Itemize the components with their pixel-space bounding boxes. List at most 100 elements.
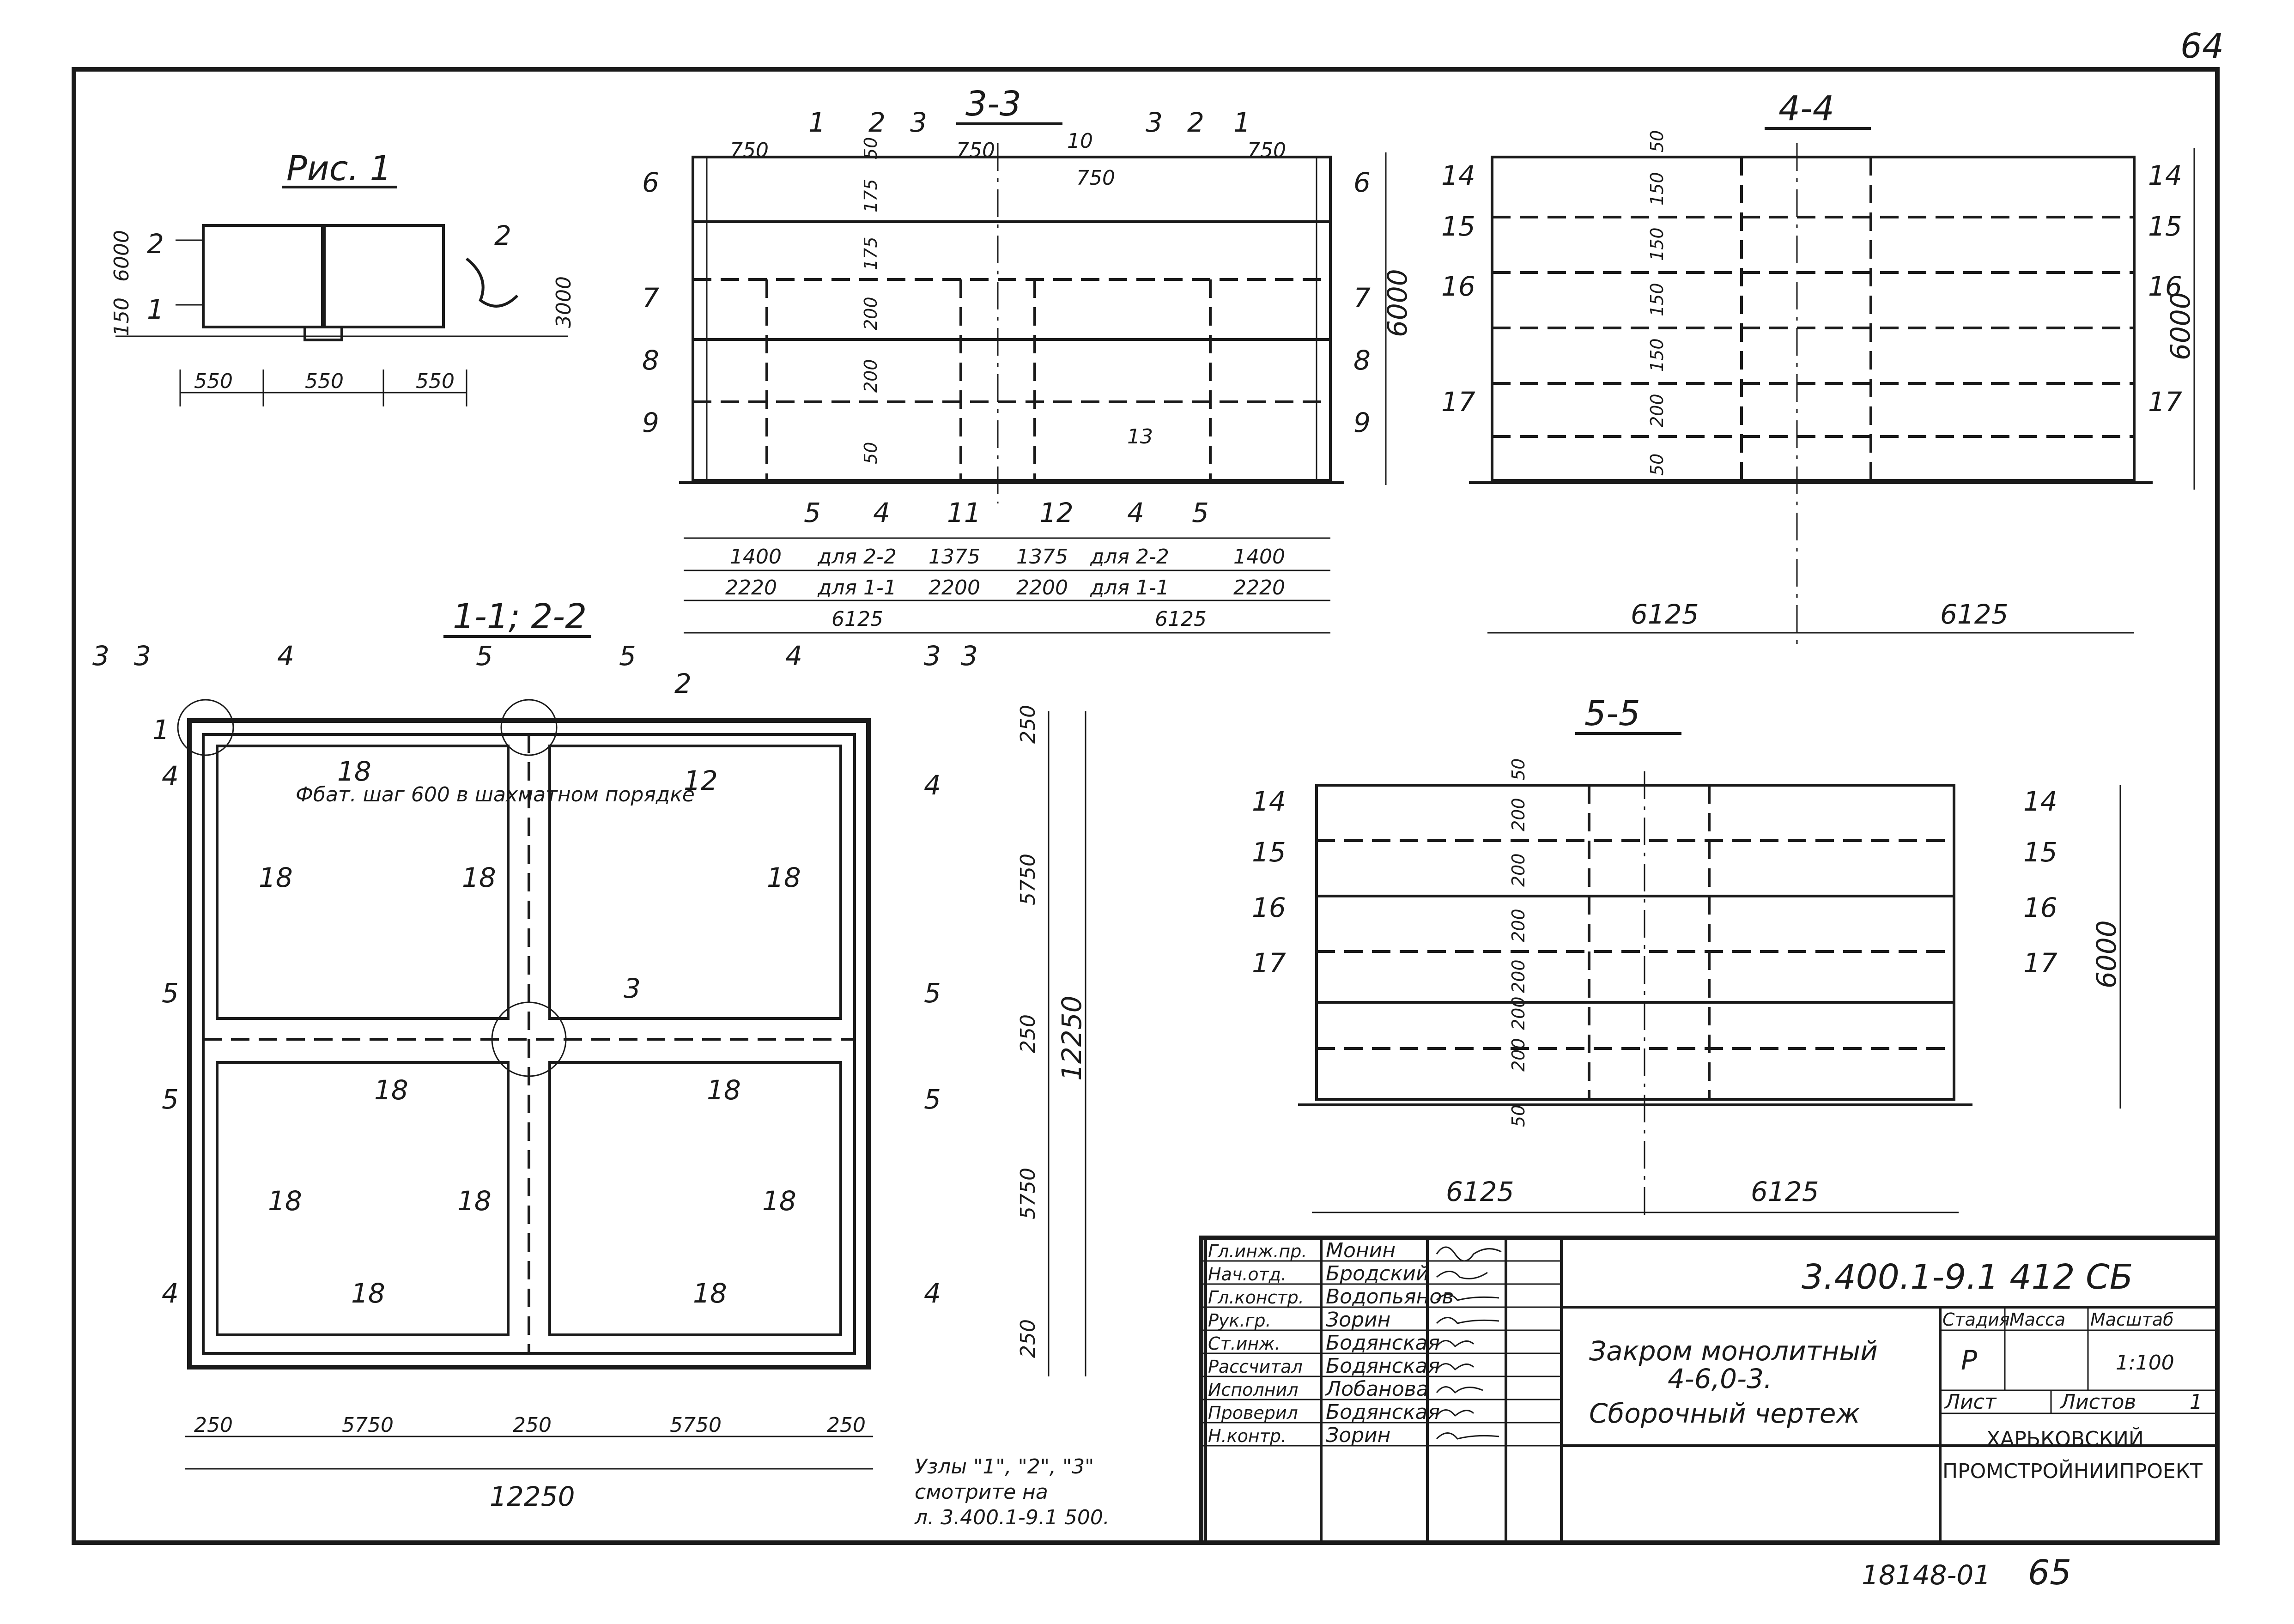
sec33-r3-1: 6125	[1155, 607, 1207, 631]
sec33-r2-2: 2200	[929, 576, 980, 600]
sec44-right-15: 15	[2148, 211, 2182, 242]
sec33-r1-0: 1400	[730, 545, 782, 569]
plan-rdim-2: 250	[1016, 1014, 1040, 1053]
sec33-r1-4: для 2-2	[1090, 545, 1169, 569]
sec44-vdim-3: 150	[1647, 283, 1667, 316]
tb-org-1: ХАРЬКОВСКИЙ	[1986, 1426, 2144, 1451]
sec44-right-16: 16	[2148, 271, 2182, 302]
sec44-vdim-4: 150	[1647, 338, 1667, 372]
sec33-top-2b: 2	[1187, 107, 1204, 138]
fig1-dim-6000: 6000	[110, 230, 134, 282]
tb-name-6: Лобанова	[1325, 1377, 1429, 1401]
tb-name-3: Зорин	[1326, 1308, 1390, 1332]
sec44-left-14: 14	[1441, 160, 1475, 191]
tb-org-2: ПРОМСТРОЙНИИПРОЕКТ	[1942, 1459, 2203, 1483]
sec33-r1-3: 1375	[1016, 545, 1068, 569]
sec33-left-6: 6	[642, 167, 659, 198]
sec33-r2-4: для 1-1	[1090, 576, 1169, 600]
sec55-vdim-7: 50	[1508, 1105, 1529, 1127]
sec33-r1-2: 1375	[929, 545, 980, 569]
section-5-5: 5-5 14 15 16 17 14 15 16 17 50 200 200 2…	[1252, 694, 2122, 1219]
sec55-bot-0: 6125	[1446, 1176, 1514, 1207]
tb-col-stage: Стадия	[1942, 1309, 2010, 1330]
fig1-dim-3000: 3000	[552, 276, 576, 328]
plan-side-4a: 4	[162, 760, 179, 792]
sec33-vdim-175a: 175	[861, 179, 881, 212]
sec33-r2-1: для 1-1	[817, 576, 897, 600]
sec55-right-17: 17	[2023, 947, 2057, 979]
sec55-right-14: 14	[2023, 786, 2057, 817]
sec44-vdim-0: 50	[1647, 130, 1667, 152]
sec33-dim-750-b: 750	[956, 139, 995, 162]
tb-name-0: Монин	[1326, 1239, 1396, 1262]
sec33-bot-11: 11	[947, 497, 981, 528]
sec33-r2-5: 2220	[1233, 576, 1285, 600]
figure-1: Рис. 1 2 1 2 6000 150 3000 550 550 550	[110, 149, 576, 406]
tb-name-7: Бодянская	[1326, 1400, 1440, 1424]
plan-node-3: 3	[624, 973, 641, 1004]
page-number: 64	[2180, 26, 2224, 66]
plan-bar-18-7: 18	[268, 1185, 302, 1217]
sec33-vdim-50: 50	[861, 137, 881, 159]
sec44-height: 6000	[2165, 292, 2196, 360]
sec44-right-17: 17	[2148, 386, 2182, 418]
sec44-vdim-2: 150	[1647, 227, 1667, 261]
sec33-vdim-50b: 50	[861, 442, 881, 464]
sec33-r2-0: 2220	[725, 576, 777, 600]
sec55-vdim-2: 200	[1508, 853, 1529, 887]
sec33-inner-13: 13	[1127, 425, 1153, 448]
sec55-height: 6000	[2091, 920, 2122, 988]
plan-side-5a: 5	[162, 977, 179, 1009]
footer-page: 65	[2028, 1553, 2071, 1593]
plan-cut-4b: 4	[785, 640, 802, 672]
plan-cut-5b: 5	[619, 640, 636, 672]
sec55-left-16: 16	[1252, 892, 1286, 923]
plan-cut-3d: 3	[961, 640, 978, 672]
plan-bdim-2: 250	[513, 1413, 552, 1437]
plan-cut-3b: 3	[134, 640, 151, 672]
tb-name-line-2: 4-6,0-3.	[1668, 1363, 1772, 1394]
sec44-vdim-6: 50	[1647, 454, 1667, 476]
sec33-dim-750-c: 750	[1076, 166, 1115, 190]
plan-side-4b: 4	[162, 1278, 179, 1309]
sec33-bot-5b: 5	[1192, 497, 1209, 528]
title-block: Гл.инж.пр. Монин Нач.отд. Бродский Гл.ко…	[1199, 1236, 2220, 1545]
sec33-height: 6000	[1382, 269, 1413, 337]
fig1-right-mark: 2	[494, 220, 511, 251]
tb-name-4: Бодянская	[1326, 1331, 1440, 1355]
plan-footnote-1: Узлы "1", "2", "3"	[915, 1455, 1094, 1479]
sec33-bot-12: 12	[1039, 497, 1074, 528]
plan-rdim-0: 250	[1016, 705, 1040, 744]
sheet-frame	[72, 67, 2220, 1545]
plan-title: 1-1; 2-2	[453, 597, 587, 636]
tb-name-line-1: Закром монолитный	[1589, 1335, 1878, 1367]
plan-bar-18-6: 18	[707, 1074, 741, 1106]
tb-role-0: Гл.инж.пр.	[1208, 1241, 1307, 1261]
plan-side-5b: 5	[162, 1084, 179, 1115]
plan-node-1: 1	[152, 714, 170, 745]
sec33-left-8: 8	[642, 345, 659, 376]
sec55-vdim-1: 200	[1508, 798, 1529, 831]
plan-bar-18-8: 18	[457, 1185, 492, 1217]
sec33-right-9: 9	[1353, 407, 1371, 438]
sec55-vdim-3: 200	[1508, 909, 1529, 942]
fig1-title: Рис. 1	[286, 149, 392, 188]
plan-bar-18-5: 18	[374, 1074, 408, 1106]
sec55-vdim-4: 200	[1508, 959, 1529, 993]
plan-overall-right: 12250	[1056, 995, 1087, 1081]
plan-side-4d: 4	[924, 1278, 941, 1309]
fig1-dim-150: 150	[110, 297, 134, 336]
sec44-bot-0: 6125	[1631, 599, 1699, 630]
sec33-dim-750-d: 750	[1247, 139, 1286, 162]
sec33-bot-5a: 5	[804, 497, 821, 528]
sec44-bot-1: 6125	[1940, 599, 2009, 630]
plan-mark-12: 12	[684, 765, 718, 796]
footer-code: 18148-01	[1862, 1559, 1991, 1591]
tb-role-7: Проверил	[1208, 1403, 1298, 1423]
sec33-vdim-200b: 200	[861, 359, 881, 393]
plan-bar-18-1: 18	[337, 756, 371, 787]
plan-side-5c: 5	[924, 977, 941, 1009]
tb-code: 3.400.1-9.1 412 СБ	[1802, 1257, 2133, 1297]
sec55-left-17: 17	[1252, 947, 1286, 979]
sec55-right-16: 16	[2023, 892, 2057, 923]
